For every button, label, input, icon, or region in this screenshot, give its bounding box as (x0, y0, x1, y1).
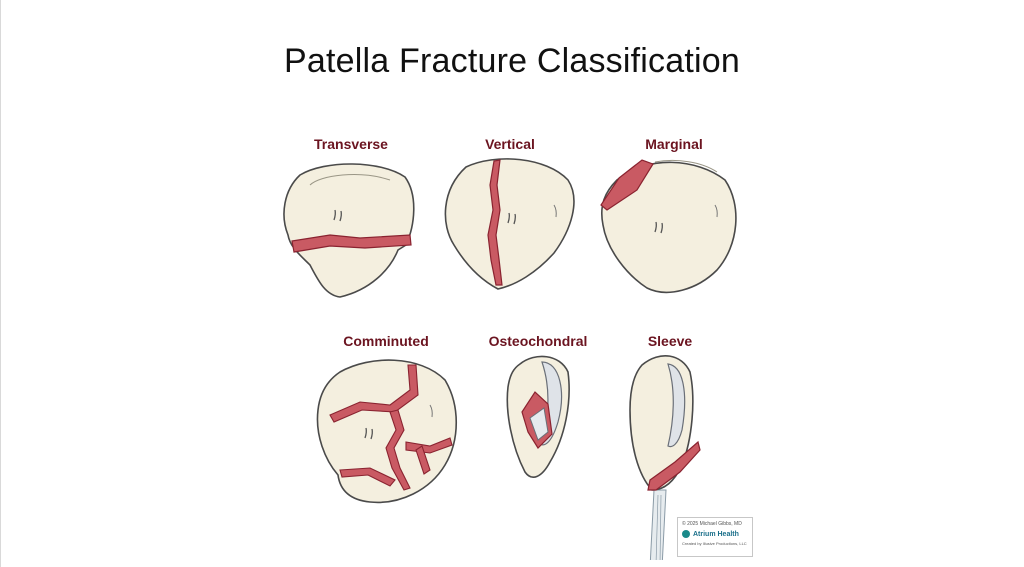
illustration-credit: © 2025 Michael Gibbs, MD Atrium Health C… (677, 517, 753, 557)
label-osteochondral: Osteochondral (488, 333, 588, 349)
label-sleeve: Sleeve (647, 333, 693, 349)
comminuted-fracture-lines (329, 364, 453, 491)
slide-left-edge (0, 0, 1, 567)
vertical-patella-figure (444, 158, 575, 290)
sleeve-patella-figure (629, 355, 701, 560)
patellar-tendon (649, 489, 667, 560)
transverse-fracture-line (291, 234, 412, 253)
label-comminuted: Comminuted (343, 333, 429, 349)
slide-title: Patella Fracture Classification (284, 42, 740, 80)
label-vertical: Vertical (485, 136, 535, 152)
marginal-fracture-fragment (600, 159, 654, 211)
credit-created-by: Created by Illusive Productions, LLC (682, 541, 747, 546)
vertical-fracture-line (487, 159, 503, 286)
marginal-patella-figure (600, 159, 737, 294)
credit-copyright: © 2025 Michael Gibbs, MD (682, 521, 742, 527)
transverse-patella-figure (283, 163, 415, 298)
articular-cartilage (539, 361, 563, 446)
comminuted-patella-figure (316, 359, 458, 504)
credit-brand: Atrium Health (693, 530, 739, 538)
sleeve-cartilage (667, 363, 686, 448)
osteochondral-patella-figure (506, 355, 570, 478)
label-transverse: Transverse (314, 136, 388, 152)
sleeve-fracture-line (647, 440, 701, 491)
atrium-health-logo-icon (682, 530, 690, 538)
label-marginal: Marginal (645, 136, 703, 152)
credit-brand-row: Atrium Health (682, 530, 748, 538)
